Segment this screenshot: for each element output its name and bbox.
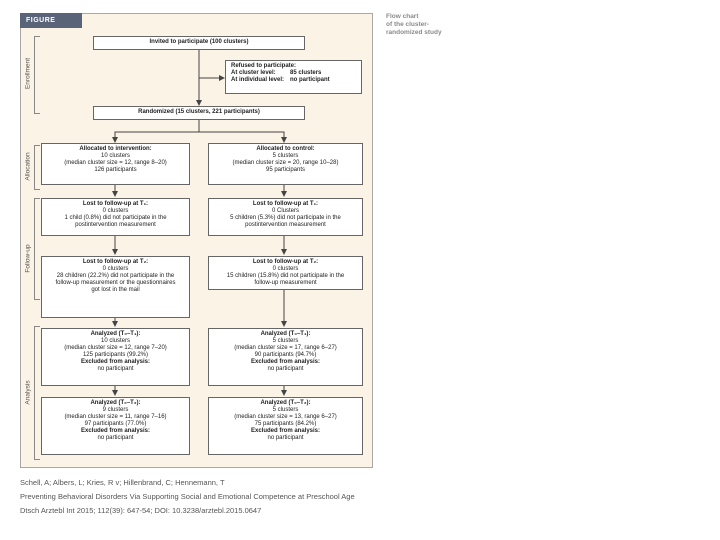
box-line: 5 children (5.3%) did not participate in… xyxy=(230,215,341,221)
refused-individual-label: At individual level: xyxy=(231,77,285,83)
box-line: no participant xyxy=(97,435,134,441)
box-heading: Analyzed (T₀–T₂): xyxy=(90,400,141,406)
box-line: 5 clusters xyxy=(272,407,299,413)
control-analyzed-t2-box: Analyzed (T₀–T₂): 5 clusters (median clu… xyxy=(208,397,363,455)
control-lost-t2-box: Lost to follow-up at T₂: 0 clusters 15 c… xyxy=(208,256,363,290)
box-line: (median cluster size = 20, range 10–28) xyxy=(232,160,339,166)
box-line: no participant xyxy=(267,435,304,441)
intervention-analyzed-t2-box: Analyzed (T₀–T₂): 9 clusters (median clu… xyxy=(41,397,190,455)
analysis-bracket xyxy=(34,326,40,460)
box-heading: Allocated to control: xyxy=(256,146,315,152)
box-line: 15 children (15.8%) did not participate … xyxy=(226,273,345,279)
box-line: 90 participants (94.7%) xyxy=(254,352,317,358)
box-line: (median cluster size = 11, range 7–16) xyxy=(64,414,167,420)
invited-text: Invited to participate (100 clusters) xyxy=(149,39,249,45)
box-line: 75 participants (84.2%) xyxy=(254,421,317,427)
box-line: follow-up measurement xyxy=(254,280,317,286)
box-heading: Analyzed (T₀–T₁): xyxy=(260,331,311,337)
box-line: 0 Clusters xyxy=(271,208,299,214)
box-heading: Analyzed (T₀–T₂): xyxy=(260,400,311,406)
refused-cluster-label: At cluster level: xyxy=(231,70,276,76)
box-line: got lost in the mail xyxy=(91,287,140,293)
box-line: 1 child (0.8%) did not participate in th… xyxy=(64,215,167,221)
box-line: 10 clusters xyxy=(100,153,130,159)
box-line: no participant xyxy=(97,366,134,372)
box-line: Excluded from analysis: xyxy=(80,359,151,365)
box-line: postintervention measurement xyxy=(245,222,326,228)
caption-line: randomized study xyxy=(386,29,442,36)
allocation-bracket xyxy=(34,145,40,190)
footer-title: Preventing Behavioral Disorders Via Supp… xyxy=(20,492,355,501)
box-line: 97 participants (77.0%) xyxy=(84,421,147,427)
footer-citation: Dtsch Arztebl Int 2015; 112(39): 647-54;… xyxy=(20,506,262,515)
refused-table: At cluster level: 85 clusters At individ… xyxy=(231,70,330,84)
randomized-box: Randomized (15 clusters, 221 participant… xyxy=(93,106,305,120)
control-allocated-box: Allocated to control: 5 clusters (median… xyxy=(208,143,363,185)
refused-box: Refused to participate: At cluster level… xyxy=(225,60,362,94)
box-line: 95 participants xyxy=(265,167,306,173)
box-heading: Lost to follow-up at T₂: xyxy=(252,259,319,265)
box-line: no participant xyxy=(267,366,304,372)
arrow-to-intervention xyxy=(112,118,200,143)
box-line: 0 clusters xyxy=(102,208,129,214)
box-line: postintervention measurement xyxy=(75,222,156,228)
followup-bracket xyxy=(34,198,40,300)
refused-individual-value: no participant xyxy=(290,77,330,83)
box-line: 0 clusters xyxy=(272,266,299,272)
box-line: (median cluster size = 13, range 6–27) xyxy=(234,414,337,420)
box-heading: Lost to follow-up at T₁: xyxy=(82,201,149,207)
arrow-to-control xyxy=(199,131,287,143)
box-line: follow-up measurement or the questionnai… xyxy=(55,280,176,286)
box-line: 5 clusters xyxy=(272,153,299,159)
intervention-analyzed-t1-box: Analyzed (T₀–T₁): 10 clusters (median cl… xyxy=(41,328,190,386)
box-line: 9 clusters xyxy=(102,407,129,413)
box-line: (median cluster size = 12, range 8–20) xyxy=(64,160,167,166)
caption-line: Flow chart xyxy=(386,13,419,20)
box-heading: Analyzed (T₀–T₁): xyxy=(90,331,141,337)
refused-cluster-value: 85 clusters xyxy=(290,70,322,76)
intervention-allocated-box: Allocated to intervention: 10 clusters (… xyxy=(41,143,190,185)
figure-caption: Flow chart of the cluster- randomized st… xyxy=(386,13,476,37)
box-line: 28 children (22.2%) did not participate … xyxy=(56,273,175,279)
control-lost-t1-box: Lost to follow-up at T₁: 0 Clusters 5 ch… xyxy=(208,198,363,236)
enrollment-bracket xyxy=(34,36,40,114)
box-line: 0 clusters xyxy=(102,266,129,272)
invited-box: Invited to participate (100 clusters) xyxy=(93,36,305,50)
box-line: (median cluster size = 17, range 6–27) xyxy=(234,345,337,351)
box-heading: Lost to follow-up at T₁: xyxy=(252,201,319,207)
box-line: 10 clusters xyxy=(100,338,130,344)
box-line: (median cluster size = 12, range 7–20) xyxy=(64,345,167,351)
figure-tab: FIGURE xyxy=(20,13,82,28)
randomized-text: Randomized (15 clusters, 221 participant… xyxy=(138,109,260,115)
refused-title: Refused to participate: xyxy=(231,63,297,69)
box-heading: Lost to follow-up at T₂: xyxy=(82,259,149,265)
box-line: Excluded from analysis: xyxy=(80,428,151,434)
box-line: Excluded from analysis: xyxy=(250,359,321,365)
box-line: 125 participants (99.2%) xyxy=(82,352,149,358)
control-analyzed-t1-box: Analyzed (T₀–T₁): 5 clusters (median clu… xyxy=(208,328,363,386)
intervention-lost-t1-box: Lost to follow-up at T₁: 0 clusters 1 ch… xyxy=(41,198,190,236)
box-line: 126 participants xyxy=(94,167,137,173)
box-heading: Allocated to intervention: xyxy=(79,146,152,152)
box-line: 5 clusters xyxy=(272,338,299,344)
footer-authors: Schell, A; Albers, L; Kries, R v; Hillen… xyxy=(20,478,225,487)
intervention-lost-t2-box: Lost to follow-up at T₂: 0 clusters 28 c… xyxy=(41,256,190,318)
caption-line: of the cluster- xyxy=(386,21,429,28)
box-line: Excluded from analysis: xyxy=(250,428,321,434)
